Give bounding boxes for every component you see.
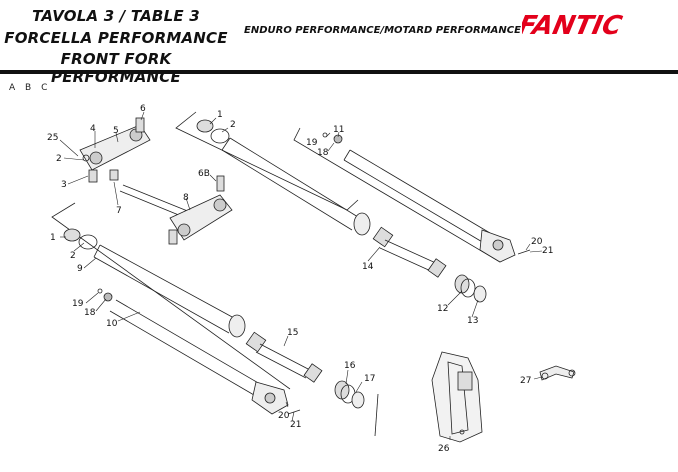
callout-2-lower: 2 [70,251,76,261]
callout-18-lower: 18 [84,308,96,318]
outline-lower-left [51,202,291,390]
seal-set-upper [454,274,487,303]
variant-b: B [25,83,32,93]
callout-25: 25 [47,133,58,143]
fork-tube-lower [63,228,246,338]
callout-3: 3 [61,180,67,190]
callout-5: 5 [113,126,119,136]
title-block: TAVOLA 3 / TABLE 3 FORCELLA PERFORMANCE … [0,0,232,86]
outline-upper-left [175,111,359,211]
callout-18-upper: 18 [317,148,329,158]
callout-8: 8 [183,193,189,203]
callout-17: 17 [364,374,375,384]
callout-13: 13 [467,316,478,326]
callout-7: 7 [116,206,122,216]
callout-11: 11 [333,125,344,135]
callout-20-lower: 20 [278,411,290,421]
callout-21-upper: 21 [542,246,553,256]
title-italian: FORCELLA PERFORMANCE [4,29,228,47]
variant-a: A [9,83,16,93]
model-subtitle: ENDURO PERFORMANCE/MOTARD PERFORMANCE [244,25,521,36]
cartridge-upper [372,226,447,278]
slider-tube-left [97,288,289,415]
outline-upper-right [293,127,501,263]
callout-19-lower: 19 [72,299,84,309]
seal-set-lower [334,380,365,409]
brake-hose-guide [539,365,576,381]
axle-bolt-upper [517,249,531,255]
callout-1-upper: 1 [217,110,223,120]
header-rule [0,70,678,74]
fantic-logo: FANTIC [522,11,625,40]
callout-2-clamp: 2 [56,154,62,164]
fork-guard [431,351,483,443]
callout-21-lower: 21 [290,420,301,430]
table-number: TAVOLA 3 / TABLE 3 [32,7,200,25]
callout-1-lower: 1 [50,233,56,243]
variant-c: C [41,83,48,93]
callout-20-upper: 20 [531,237,543,247]
callout-19-upper: 19 [306,138,318,148]
callout-2-upper: 2 [230,120,236,130]
slider-tube-right [322,132,516,263]
callout-6b: 6B [198,169,210,179]
callout-6: 6 [140,104,146,114]
callout-26: 26 [438,444,450,454]
callout-10: 10 [106,319,118,329]
header: TAVOLA 3 / TABLE 3 FORCELLA PERFORMANCE … [0,0,678,86]
callout-14: 14 [362,262,374,272]
outline-lower-right [374,393,379,437]
cartridge-lower [245,331,323,383]
callout-16: 16 [344,361,356,371]
exploded-fork-drawing: 1 2 3 4 5 6 6B 7 8 9 10 11 12 13 14 15 1… [47,104,576,454]
svg-text:FANTIC: FANTIC [522,11,625,40]
top-triple-clamp [79,117,151,183]
callout-labels: 1 2 3 4 5 6 6B 7 8 9 10 11 12 13 14 15 1… [47,104,553,454]
callout-15: 15 [287,328,298,338]
lower-triple-clamp [119,175,233,245]
callout-27: 27 [520,376,531,386]
variant-codes: A B C [9,83,54,93]
fork-tube-upper [196,119,371,236]
callout-4: 4 [90,124,96,134]
leader-lines [59,111,543,440]
callout-12: 12 [437,304,448,314]
callout-9: 9 [77,264,83,274]
